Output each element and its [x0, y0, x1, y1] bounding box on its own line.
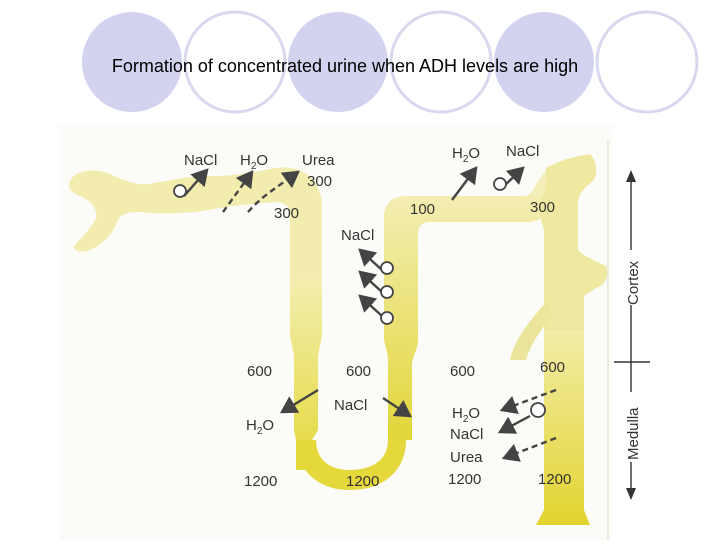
- urea-arrow: [247, 170, 300, 213]
- deco-circle: [494, 12, 594, 112]
- nacl-arrow-loop: [382, 397, 412, 418]
- pump-circle: [173, 184, 187, 198]
- label-nacl-loop: NaCl: [334, 397, 367, 414]
- collecting-branch: [510, 300, 552, 360]
- pump-circle: [493, 177, 507, 191]
- label-1200-b: 1200: [346, 473, 379, 490]
- cortex-label: Cortex: [625, 260, 642, 305]
- deco-circle: [595, 10, 699, 114]
- pump-circle: [380, 285, 394, 299]
- h2o-arrow-descending: [279, 388, 319, 414]
- label-600-d: 600: [540, 359, 565, 376]
- medulla-label: Medulla: [625, 407, 642, 460]
- label-nacl-mid: NaCl: [341, 227, 374, 244]
- distal-tubule: [539, 154, 608, 360]
- pump-circle: [530, 402, 546, 418]
- label-300-a: 300: [307, 173, 332, 190]
- label-urea-right: Urea: [450, 449, 483, 466]
- label-100: 100: [410, 201, 435, 218]
- label-300-c: 300: [530, 199, 555, 216]
- label-nacl-top-right: NaCl: [506, 143, 539, 160]
- nacl-arrow-asc-2: [358, 270, 383, 293]
- h2o-arrow: [222, 170, 254, 213]
- label-600-b: 600: [346, 363, 371, 380]
- deco-circle: [82, 12, 182, 112]
- labels: NaCl H2O Urea 300 300 H2O NaCl 100 300 N…: [184, 143, 571, 490]
- label-h2o-top-left: H2O: [240, 152, 268, 172]
- deco-circle: [288, 12, 388, 112]
- proximal-tubule: [69, 167, 322, 280]
- label-urea-top: Urea: [302, 152, 335, 169]
- deco-circle: [183, 10, 287, 114]
- label-600-a: 600: [247, 363, 272, 380]
- slide-title: Formation of concentrated urine when ADH…: [111, 56, 579, 76]
- descending-limb: [290, 278, 322, 470]
- deco-circle: [389, 10, 493, 114]
- zone-axis: Cortex Medulla: [614, 170, 650, 500]
- pump-circle: [380, 261, 394, 275]
- label-nacl-top-left: NaCl: [184, 152, 217, 169]
- transport-arrows: [173, 166, 557, 462]
- nacl-arrow-top-right: [503, 166, 525, 187]
- label-1200-a: 1200: [244, 473, 277, 490]
- nacl-arrow-collecting: [497, 414, 531, 434]
- pump-circle: [380, 311, 394, 325]
- nacl-arrow-asc-3: [358, 294, 383, 317]
- label-1200-d: 1200: [538, 471, 571, 488]
- label-nacl-right: NaCl: [450, 426, 483, 443]
- medulla-arrowhead: [626, 488, 636, 500]
- label-h2o-right: H2O: [452, 405, 480, 425]
- h2o-arrow-top-right: [451, 166, 478, 201]
- label-300-b: 300: [274, 205, 299, 222]
- label-h2o-left: H2O: [246, 417, 274, 437]
- decorative-circles: [82, 10, 699, 114]
- label-h2o-top-right: H2O: [452, 145, 480, 165]
- collecting-duct: [536, 330, 590, 525]
- loop-of-henle: [296, 440, 406, 490]
- cortex-arrowhead: [626, 170, 636, 182]
- label-600-c: 600: [450, 363, 475, 380]
- label-1200-c: 1200: [448, 471, 481, 488]
- nacl-arrow-asc-1: [358, 248, 383, 271]
- nacl-arrow: [183, 168, 209, 197]
